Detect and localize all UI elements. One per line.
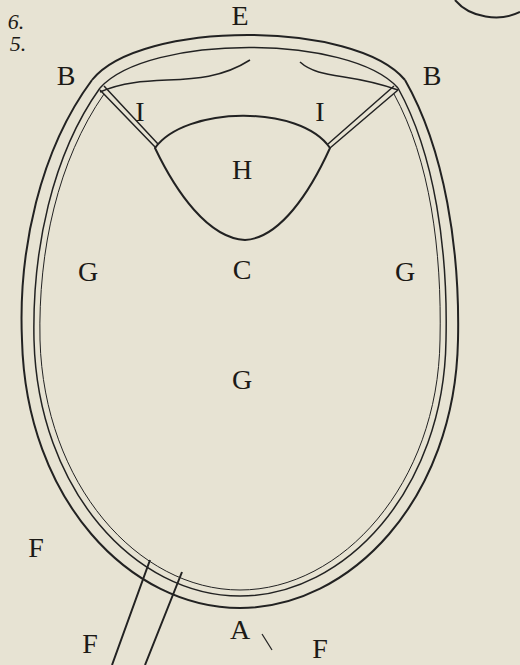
part-letter: G (78, 258, 98, 286)
part-letter: B (57, 62, 76, 90)
part-letter: G (395, 258, 415, 286)
leader-line (262, 634, 272, 650)
sclera-outer (22, 80, 459, 608)
part-letter: B (423, 62, 442, 90)
iris-line (300, 62, 398, 90)
part-letter: A (230, 616, 250, 644)
part-letter: I (135, 98, 144, 126)
iris-line (100, 60, 250, 92)
figure-number: 5. (10, 33, 27, 55)
part-letter: F (28, 534, 44, 562)
part-letter: I (315, 98, 324, 126)
part-letter: H (232, 156, 252, 184)
optic-nerve (112, 560, 182, 665)
part-letter: E (231, 2, 248, 30)
crystalline-lens (155, 116, 330, 240)
figure-fragment (455, 0, 520, 17)
ciliary-band (328, 86, 398, 148)
part-letter: C (233, 256, 252, 284)
retina-line (40, 94, 440, 590)
part-letter: F (82, 630, 98, 658)
part-letter: G (232, 366, 252, 394)
sclera-inner (34, 88, 446, 596)
cornea-outer (92, 35, 405, 80)
part-letter: F (312, 635, 328, 663)
figure-number: 6. (8, 11, 25, 33)
ciliary-band (100, 86, 158, 148)
